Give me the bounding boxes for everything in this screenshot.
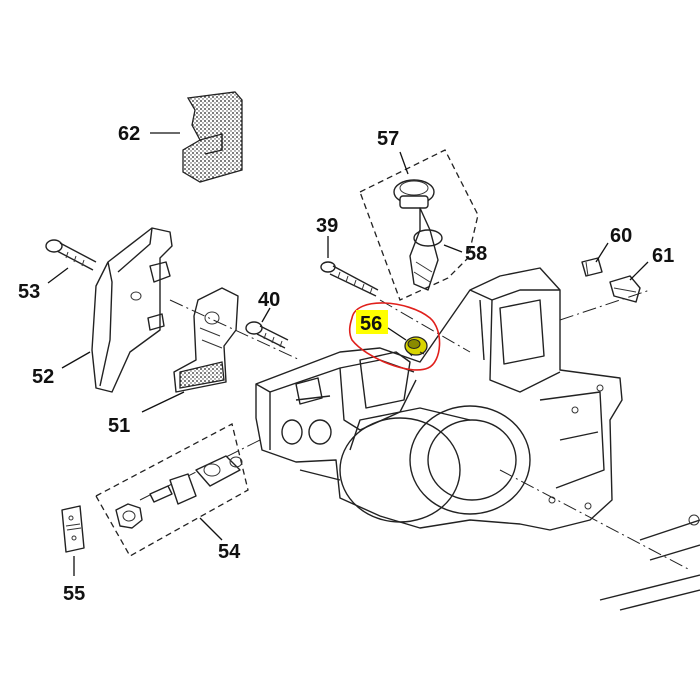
axis-line-3 bbox=[559, 289, 651, 321]
leader-57 bbox=[399, 151, 409, 175]
part-label-62: 62 bbox=[118, 123, 140, 145]
part-label-51: 51 bbox=[108, 415, 130, 437]
edge-detail bbox=[599, 519, 700, 611]
part-label-56: 56 bbox=[360, 313, 382, 335]
leader-56 bbox=[387, 327, 407, 341]
leader-54 bbox=[199, 517, 223, 541]
guard-plate-part bbox=[91, 227, 173, 393]
leader-58 bbox=[443, 244, 463, 253]
highlight-marker bbox=[356, 310, 388, 334]
part-label-57: 57 bbox=[377, 128, 399, 150]
part-label-52: 52 bbox=[32, 366, 54, 388]
part-label-55: 55 bbox=[63, 583, 85, 605]
screw-40-part bbox=[245, 321, 289, 349]
clip-60-part bbox=[581, 257, 603, 277]
part-label-58: 58 bbox=[465, 243, 487, 265]
leader-52 bbox=[61, 351, 91, 369]
screw-39-part bbox=[320, 261, 379, 297]
clip-61-part bbox=[609, 275, 641, 303]
crankcase-housing bbox=[255, 267, 623, 531]
leader-51 bbox=[141, 391, 185, 413]
leader-60 bbox=[595, 242, 609, 263]
leader-61 bbox=[629, 261, 649, 281]
leader-40 bbox=[261, 307, 271, 323]
fitting-set-group bbox=[95, 423, 249, 557]
highlight-ring bbox=[348, 302, 441, 371]
axis-line-2 bbox=[379, 299, 471, 353]
foam-block-part bbox=[182, 91, 243, 183]
grommet-56-part bbox=[404, 336, 428, 357]
axis-line-4 bbox=[499, 469, 691, 571]
part-label-40: 40 bbox=[258, 289, 280, 311]
edge-circle bbox=[688, 514, 700, 526]
gasket-plate-part bbox=[173, 287, 239, 393]
part-label-60: 60 bbox=[610, 225, 632, 247]
plate-55-part bbox=[61, 505, 85, 553]
part-label-61: 61 bbox=[652, 245, 674, 267]
part-label-53: 53 bbox=[18, 281, 40, 303]
leader-53 bbox=[47, 267, 69, 284]
part-label-39: 39 bbox=[316, 215, 338, 237]
part-label-54: 54 bbox=[218, 541, 241, 563]
screw-53-part bbox=[45, 239, 97, 271]
oil-cap-group bbox=[359, 149, 479, 301]
